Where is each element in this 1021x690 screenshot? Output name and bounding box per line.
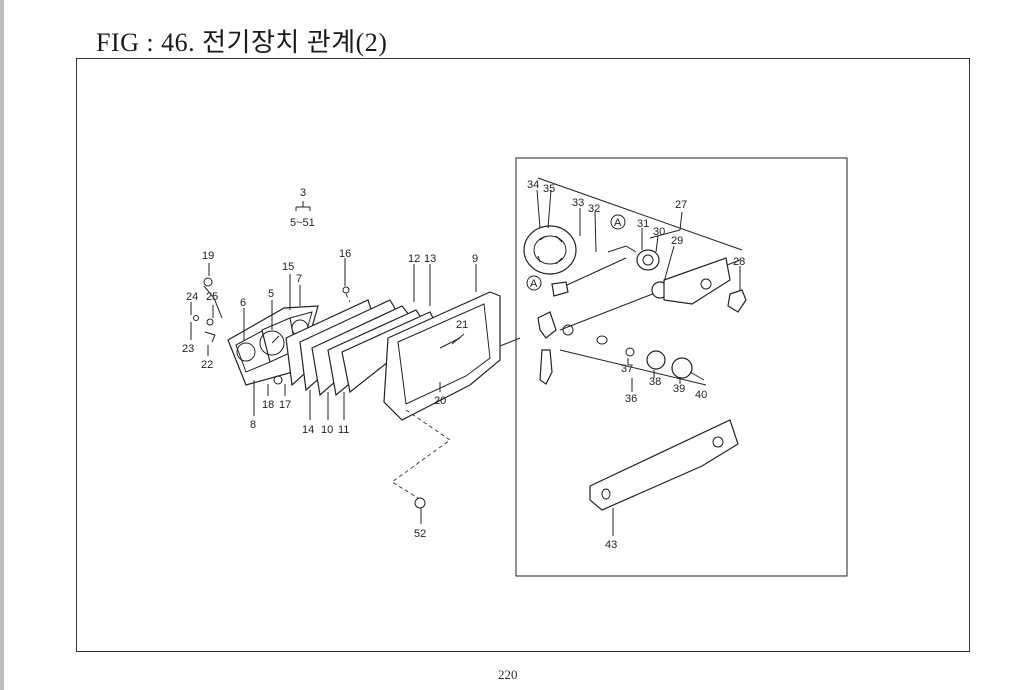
callout-11: 11	[338, 424, 349, 436]
callout-8: 8	[250, 419, 256, 431]
callout-a-right: A	[614, 217, 622, 229]
figure-title: FIG : 46. 전기장치 관계(2)	[96, 28, 388, 57]
callout-22: 22	[201, 359, 213, 371]
callout-16: 16	[339, 248, 351, 260]
long-bracket-43	[589, 419, 739, 511]
callout-34: 34	[527, 179, 539, 191]
round-switch	[523, 225, 577, 275]
left-callouts: 3 5~51 19 16 15 7 5 6 24 25 23 22 8 18 1…	[182, 187, 478, 540]
callout-36: 36	[625, 393, 637, 405]
callout-14: 14	[302, 424, 314, 436]
inset-box	[515, 157, 848, 577]
callout-25: 25	[206, 291, 218, 303]
marker-a-left	[526, 275, 542, 291]
callout-3: 3	[300, 187, 306, 199]
marker-a-right	[610, 214, 626, 230]
callout-18: 18	[262, 399, 274, 411]
instrument-cluster	[193, 277, 521, 509]
callout-24: 24	[186, 291, 198, 303]
page-number: 220	[498, 667, 518, 682]
callout-6: 6	[240, 297, 246, 309]
callout-32: 32	[588, 203, 600, 215]
callout-31: 31	[637, 218, 649, 230]
callout-7: 7	[296, 273, 302, 285]
callout-5: 5	[268, 288, 274, 300]
callout-10: 10	[321, 424, 333, 436]
knob-38	[646, 350, 666, 370]
callout-a-left: A	[530, 278, 538, 290]
callout-40: 40	[695, 389, 707, 401]
clip-28	[727, 289, 747, 313]
knob-switch	[636, 249, 660, 271]
callout-17: 17	[279, 399, 291, 411]
callout-23: 23	[182, 343, 194, 355]
callout-35: 35	[543, 183, 555, 195]
left-leaders	[190, 201, 477, 524]
callout-39: 39	[673, 383, 685, 395]
callout-37: 37	[621, 363, 633, 375]
callout-29: 29	[671, 235, 683, 247]
callout-38: 38	[649, 376, 661, 388]
callout-21: 21	[456, 319, 468, 331]
front-bezel	[383, 291, 501, 421]
callout-12: 12	[408, 253, 420, 265]
callout-5-51: 5~51	[290, 217, 315, 229]
callout-52: 52	[414, 528, 426, 540]
callout-30: 30	[653, 226, 665, 238]
inset-callouts: 34 35 33 32 A 31 30 29 27 28 A 37 38 39 …	[527, 179, 745, 551]
callout-33: 33	[572, 197, 584, 209]
callout-28: 28	[733, 256, 745, 268]
diagram-frame	[76, 58, 970, 652]
callout-27: 27	[675, 199, 687, 211]
callout-15: 15	[282, 261, 294, 273]
callout-13: 13	[424, 253, 436, 265]
callout-43: 43	[605, 539, 617, 551]
scan-edge	[0, 0, 4, 690]
knob-39	[671, 357, 693, 379]
callout-19: 19	[202, 250, 214, 262]
inset-switch-panel	[515, 157, 848, 577]
bracket-plate	[663, 257, 731, 305]
callout-9: 9	[472, 253, 478, 265]
callout-20: 20	[434, 395, 446, 407]
lever-switch	[537, 311, 557, 339]
